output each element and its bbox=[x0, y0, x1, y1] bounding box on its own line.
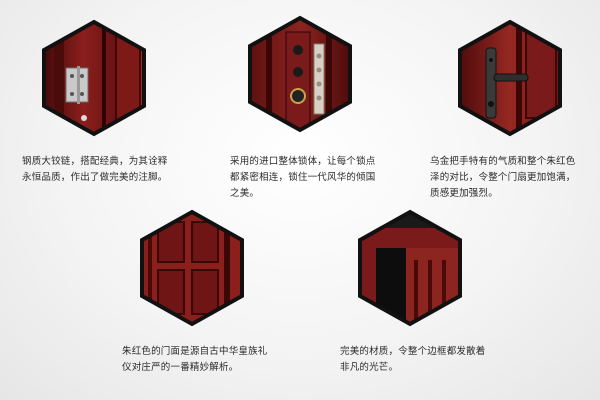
frame-caption: 完美的材质，令整个边框都发散着 非凡的光芒。 bbox=[340, 344, 486, 376]
lock-body-photo-icon bbox=[248, 15, 352, 133]
caption-line: 永恒品质，作出了做完美的注脚。 bbox=[22, 172, 168, 183]
hinge-photo-icon bbox=[42, 19, 146, 137]
caption-line: 泽的对比，令整个门扇更加饱满， bbox=[430, 172, 576, 183]
caption-line: 非凡的光芒。 bbox=[340, 362, 399, 373]
frame-corner-photo-icon bbox=[358, 209, 462, 327]
hinge-feature-image bbox=[40, 18, 148, 138]
caption-line: 采用的进口整体锁体，让每个锁点 bbox=[230, 156, 376, 167]
hinge-caption: 钢质大铰链，搭配经典，为其诠释 永恒品质，作出了做完美的注脚。 bbox=[22, 154, 168, 186]
lock-feature-image bbox=[246, 14, 354, 134]
handle-photo-icon bbox=[458, 19, 562, 137]
caption-line: 之美。 bbox=[230, 188, 260, 199]
frame-feature-image bbox=[356, 208, 464, 328]
lock-caption: 采用的进口整体锁体，让每个锁点 都紧密相连，锁住一代风华的倾国 之美。 bbox=[230, 154, 376, 202]
caption-line: 质感更加强烈。 bbox=[430, 188, 498, 199]
caption-line: 完美的材质，令整个边框都发散着 bbox=[340, 346, 486, 357]
handle-feature-image bbox=[456, 18, 564, 138]
caption-line: 都紧密相连，锁住一代风华的倾国 bbox=[230, 172, 376, 183]
caption-line: 乌金把手特有的气质和整个朱红色 bbox=[430, 156, 576, 167]
door-panel-photo-icon bbox=[140, 209, 244, 327]
handle-caption: 乌金把手特有的气质和整个朱红色 泽的对比，令整个门扇更加饱满， 质感更加强烈。 bbox=[430, 154, 576, 202]
caption-line: 钢质大铰链，搭配经典，为其诠释 bbox=[22, 156, 168, 167]
door-face-feature-image bbox=[138, 208, 246, 328]
door-face-caption: 朱红色的门面是源自古中华皇族礼 仪对庄严的一番精妙解析。 bbox=[122, 344, 268, 376]
caption-line: 仪对庄严的一番精妙解析。 bbox=[122, 362, 239, 373]
caption-line: 朱红色的门面是源自古中华皇族礼 bbox=[122, 346, 268, 357]
